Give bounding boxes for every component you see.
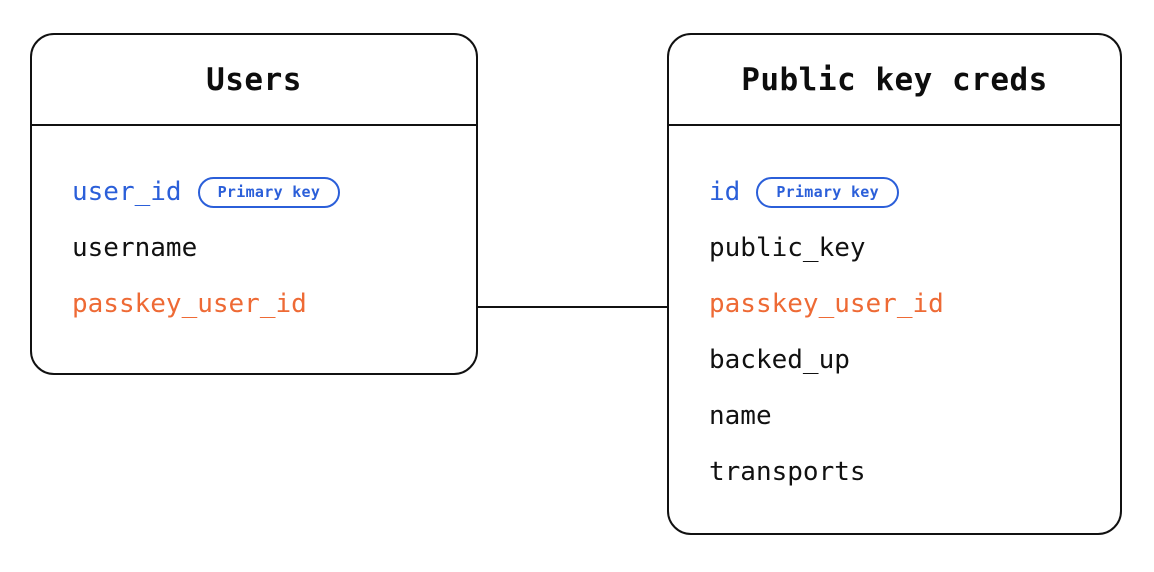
field-row[interactable]: public_key bbox=[709, 220, 1120, 276]
field-name-backed_up: backed_up bbox=[709, 345, 850, 375]
field-name-name: name bbox=[709, 401, 772, 431]
field-row[interactable]: passkey_user_id bbox=[709, 276, 1120, 332]
field-row[interactable]: id Primary key bbox=[709, 164, 1120, 220]
field-row[interactable]: username bbox=[72, 220, 476, 276]
entity-title-public-key-creds: Public key creds bbox=[741, 61, 1048, 98]
field-name-username: username bbox=[72, 233, 198, 263]
entity-field-list-users: user_id Primary key username passkey_user_i… bbox=[32, 126, 476, 332]
field-row[interactable]: name bbox=[709, 388, 1120, 444]
primary-key-badge: Primary key bbox=[197, 176, 341, 208]
entity-box-users[interactable]: Users user_id Primary key username passkey_u… bbox=[30, 33, 478, 375]
relationship-line-users-to-public-key-creds[interactable] bbox=[478, 306, 667, 308]
entity-title-users: Users bbox=[206, 61, 302, 98]
field-name-transports: transports bbox=[709, 457, 866, 487]
field-name-public_key: public_key bbox=[709, 233, 866, 263]
field-row[interactable]: passkey_user_id bbox=[72, 276, 476, 332]
field-row[interactable]: user_id Primary key bbox=[72, 164, 476, 220]
field-name-user_id: user_id bbox=[72, 177, 182, 207]
field-name-passkey_user_id: passkey_user_id bbox=[72, 289, 307, 319]
entity-header-divider bbox=[32, 124, 476, 126]
field-name-id: id bbox=[709, 177, 741, 207]
field-name-passkey_user_id: passkey_user_id bbox=[709, 289, 944, 319]
entity-header-divider bbox=[669, 124, 1120, 126]
primary-key-badge: Primary key bbox=[756, 176, 899, 208]
field-row[interactable]: backed_up bbox=[709, 332, 1120, 388]
field-row[interactable]: transports bbox=[709, 444, 1120, 500]
